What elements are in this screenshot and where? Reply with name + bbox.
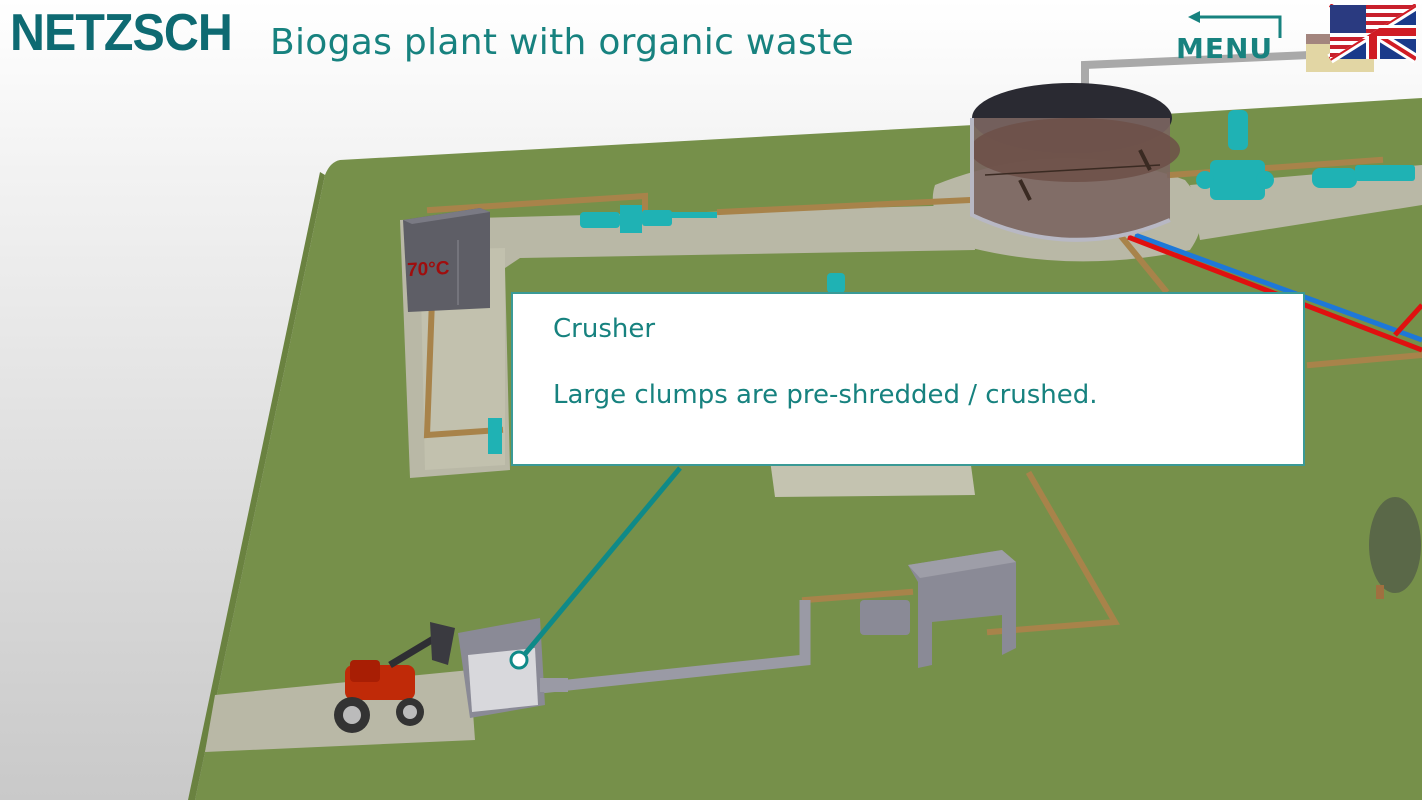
popup-description: Large clumps are pre-shredded / crushed. (553, 380, 1098, 410)
flag-us-uk-icon (1306, 0, 1419, 72)
menu-button[interactable]: MENU (1176, 8, 1284, 64)
substrate-pipes (423, 156, 1422, 636)
menu-label: MENU (1176, 32, 1274, 65)
gas-pipe (1081, 51, 1311, 90)
heater-temperature-label: 70°C (407, 257, 450, 282)
callout-marker[interactable] (509, 650, 529, 670)
popup-title: Crusher (553, 314, 656, 344)
ground-edge (188, 172, 325, 800)
heat-pipe-red-branch (1393, 303, 1422, 337)
macerator-pump[interactable] (1196, 110, 1274, 200)
transfer-pipe (539, 600, 811, 694)
heat-pipe-blue (1134, 232, 1422, 343)
tree (1369, 497, 1421, 599)
pump-center-cap (827, 273, 845, 293)
digester-tank[interactable] (970, 83, 1180, 242)
path-center-pad (770, 458, 975, 497)
info-popup[interactable]: Crusher Large clumps are pre-shredded / … (511, 292, 1305, 466)
crusher-unit[interactable] (458, 618, 568, 718)
netzsch-logo: NETZSCH (10, 4, 233, 62)
back-arrow-icon (1188, 11, 1282, 38)
pump-top[interactable] (580, 205, 717, 233)
language-switch-button[interactable] (1306, 0, 1419, 74)
separator-unit[interactable] (860, 550, 1016, 668)
page-title: Biogas plant with organic waste (270, 22, 854, 63)
tractor (334, 622, 455, 733)
heater-unit[interactable] (403, 208, 490, 312)
pump-right[interactable] (1312, 165, 1415, 188)
callout-line (518, 466, 682, 662)
pump-left-small (488, 418, 502, 454)
